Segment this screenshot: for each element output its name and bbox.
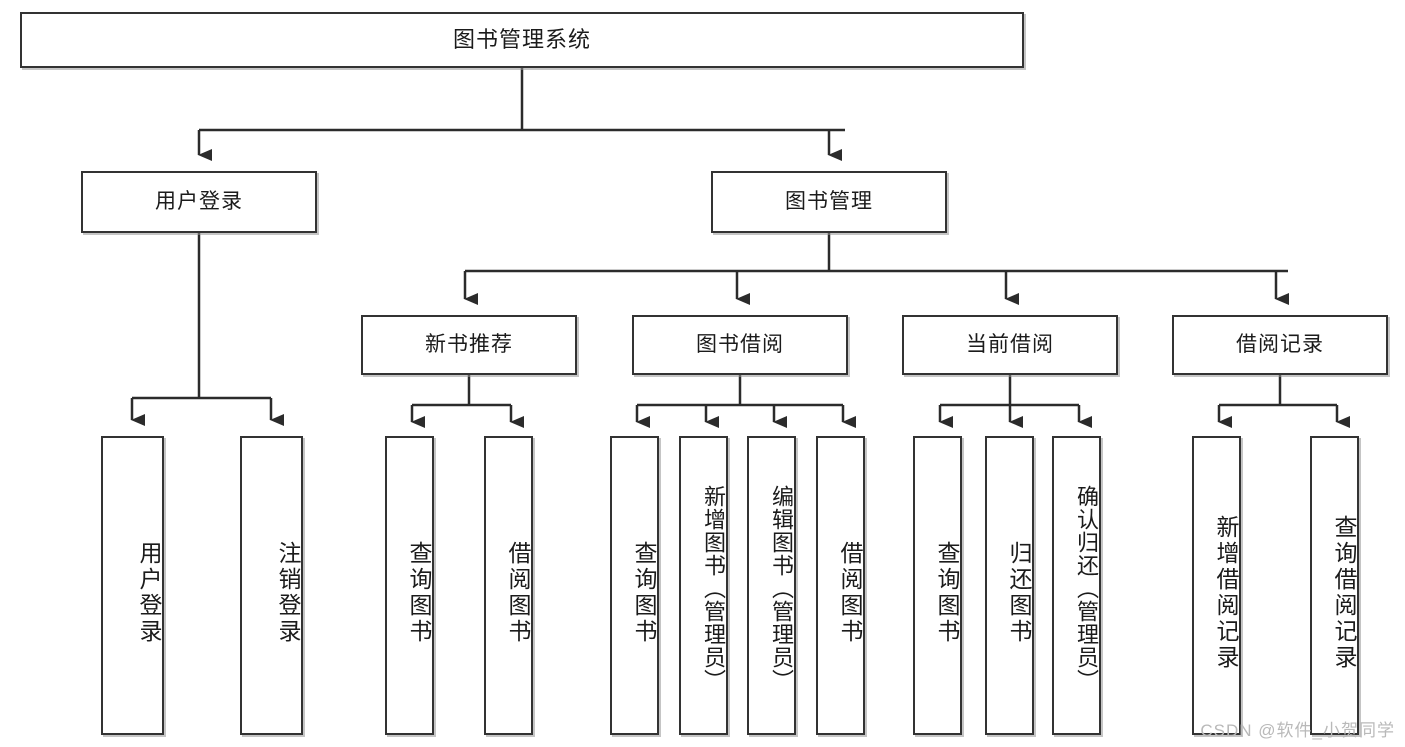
node-book-manage[interactable]: 图书管理 bbox=[711, 171, 947, 233]
node-leaf-confirm-return-admin[interactable]: 确认归还（管理员） bbox=[1052, 436, 1101, 735]
node-leaf-add-borrow-record[interactable]: 新增借阅记录 bbox=[1192, 436, 1241, 735]
node-leaf-borrow-book-recommend[interactable]: 借阅图书 bbox=[484, 436, 533, 735]
node-leaf-query-book-borrow[interactable]: 查询图书 bbox=[610, 436, 659, 735]
node-leaf-add-book-admin[interactable]: 新增图书（管理员） bbox=[679, 436, 728, 735]
node-leaf-query-book-recommend[interactable]: 查询图书 bbox=[385, 436, 434, 735]
node-leaf-query-book-current[interactable]: 查询图书 bbox=[913, 436, 962, 735]
node-root[interactable]: 图书管理系统 bbox=[20, 12, 1024, 68]
node-new-book-recommend[interactable]: 新书推荐 bbox=[361, 315, 577, 375]
node-user-login[interactable]: 用户登录 bbox=[81, 171, 317, 233]
node-leaf-user-logout[interactable]: 注销登录 bbox=[240, 436, 303, 735]
node-book-borrow[interactable]: 图书借阅 bbox=[632, 315, 848, 375]
watermark-text: CSDN @软件_小贺同学 bbox=[1200, 721, 1395, 740]
node-leaf-edit-book-admin[interactable]: 编辑图书（管理员） bbox=[747, 436, 796, 735]
node-leaf-return-book[interactable]: 归还图书 bbox=[985, 436, 1034, 735]
node-leaf-user-login[interactable]: 用户登录 bbox=[101, 436, 164, 735]
node-leaf-query-borrow-record[interactable]: 查询借阅记录 bbox=[1310, 436, 1359, 735]
node-current-borrow[interactable]: 当前借阅 bbox=[902, 315, 1118, 375]
node-borrow-record[interactable]: 借阅记录 bbox=[1172, 315, 1388, 375]
node-leaf-borrow-book-borrow[interactable]: 借阅图书 bbox=[816, 436, 865, 735]
